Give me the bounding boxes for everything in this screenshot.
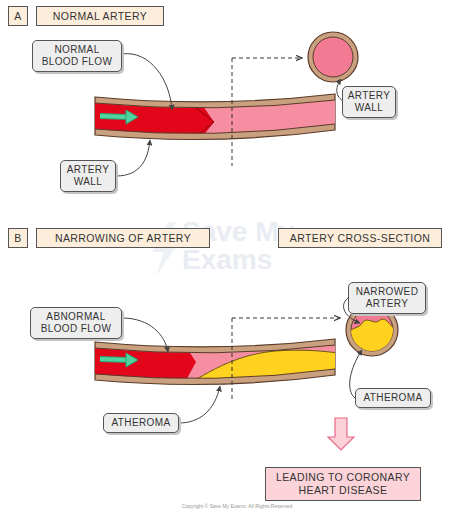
section-arrow bbox=[232, 58, 302, 59]
callout-label: ATHEROMA bbox=[103, 413, 179, 433]
callout-label: ARTERY WALL bbox=[342, 86, 396, 118]
panel-letter: B bbox=[8, 228, 28, 248]
flow-arrow bbox=[126, 110, 138, 124]
atheroma-plaque bbox=[165, 350, 345, 400]
copyright-note: Copyright © Save My Exams. All Rights Re… bbox=[137, 504, 337, 509]
section-line bbox=[232, 58, 233, 166]
blood-flow bbox=[95, 90, 214, 150]
callout-label: NORMAL BLOOD FLOW bbox=[32, 40, 122, 72]
label-text: NORMAL ARTERY bbox=[53, 10, 147, 23]
label-text: NARROWING OF ARTERY bbox=[55, 232, 191, 245]
blood-flow bbox=[95, 335, 196, 395]
flow-arrow bbox=[100, 359, 128, 360]
flow-arrow bbox=[126, 353, 138, 367]
lumen-edge bbox=[95, 345, 335, 378]
label-text: ARTERY CROSS-SECTION bbox=[290, 232, 430, 245]
flow-arrow bbox=[100, 116, 128, 117]
flow-arrow bbox=[100, 116, 128, 117]
blood-section bbox=[313, 37, 353, 77]
label-text: LEADING TO CORONARY HEART DISEASE bbox=[272, 471, 414, 496]
label-text: ARTERY WALL bbox=[64, 164, 112, 188]
label-text: ATHEROMA bbox=[363, 392, 422, 404]
blood-front bbox=[192, 105, 214, 140]
section-line bbox=[232, 318, 233, 402]
flow-arrow bbox=[100, 359, 128, 360]
label-text: A bbox=[14, 10, 21, 23]
label-text: ABNORMAL BLOOD FLOW bbox=[34, 311, 118, 335]
atheroma-section bbox=[348, 319, 396, 360]
label-text: NORMAL BLOOD FLOW bbox=[36, 44, 118, 68]
panel-letter: A bbox=[8, 6, 28, 26]
callout-label: ATHEROMA bbox=[355, 388, 431, 408]
callout-label: ABNORMAL BLOOD FLOW bbox=[30, 307, 122, 339]
panel-title: NORMAL ARTERY bbox=[36, 6, 164, 26]
callout-label: NARROWED ARTERY bbox=[348, 282, 426, 314]
panel-title: ARTERY CROSS-SECTION bbox=[278, 228, 442, 248]
leader-line bbox=[116, 140, 150, 176]
lumen-edge bbox=[95, 100, 335, 133]
outcome-box: LEADING TO CORONARY HEART DISEASE bbox=[265, 467, 421, 501]
callout-label: ARTERY WALL bbox=[60, 160, 116, 192]
label-text: ATHEROMA bbox=[111, 417, 170, 429]
outcome-arrow bbox=[328, 418, 354, 450]
leader-line bbox=[122, 54, 172, 110]
section-arrow bbox=[232, 318, 340, 319]
leader-line bbox=[122, 318, 168, 352]
leader-line bbox=[179, 386, 220, 423]
artery-wall-section bbox=[308, 32, 358, 82]
artery-wall bbox=[95, 94, 335, 139]
label-text: ARTERY WALL bbox=[346, 90, 392, 114]
panel-title: NARROWING OF ARTERY bbox=[36, 228, 210, 248]
label-text: NARROWED ARTERY bbox=[352, 286, 422, 310]
label-text: B bbox=[14, 232, 21, 245]
